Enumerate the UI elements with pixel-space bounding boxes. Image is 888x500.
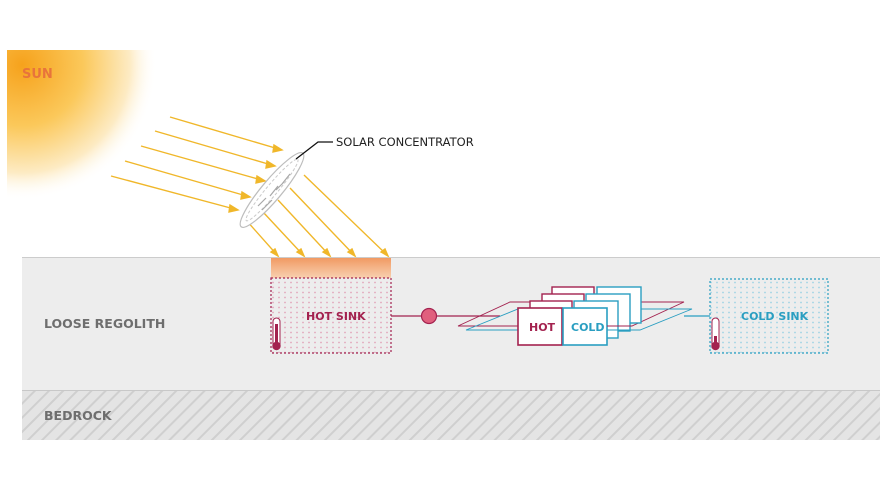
engine-cold-label: COLD <box>571 321 605 334</box>
hot-sink-label: HOT SINK <box>306 310 366 323</box>
solar-concentrator-icon <box>239 152 305 228</box>
cold-sink <box>709 278 829 354</box>
incoming-sun-rays <box>110 116 284 213</box>
loose-regolith-label: LOOSE REGOLITH <box>44 316 165 331</box>
heated-surface <box>271 258 391 278</box>
solar-concentrator-label: SOLAR CONCENTRATOR <box>336 135 474 149</box>
heat-exchanger-node <box>420 307 438 325</box>
heat-engine-icon <box>457 286 693 346</box>
thermometer-icon <box>711 317 720 351</box>
cold-sink-label: COLD SINK <box>741 310 809 323</box>
sun-label: SUN <box>22 67 53 82</box>
solar-concentrator-leader <box>295 141 333 160</box>
engine-hot-label: HOT <box>529 321 556 334</box>
focused-rays <box>245 174 390 258</box>
bedrock-label: BEDROCK <box>44 408 113 423</box>
bedrock-layer <box>22 390 880 440</box>
thermometer-icon <box>272 317 281 351</box>
sun-icon <box>7 50 157 200</box>
